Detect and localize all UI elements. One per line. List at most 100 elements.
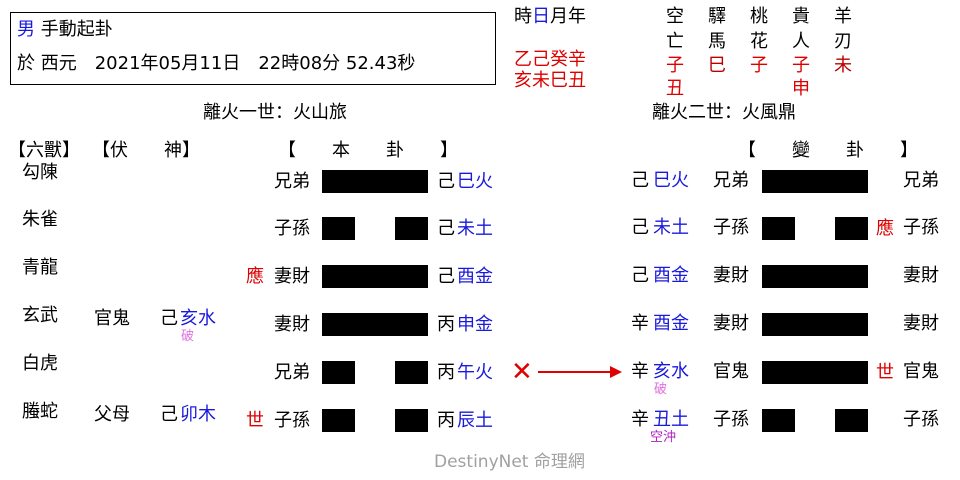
changed-stem: 辛 — [631, 361, 649, 382]
watermark-text: DestinyNet 命理網 — [434, 452, 585, 472]
divination-info-box: 男 手動起卦 於 西元 2021年05月11日 22時08分 52.43秒 — [10, 12, 496, 85]
changed-line-yin-right — [835, 409, 868, 432]
shensha-value: 未 — [834, 55, 852, 76]
fushen-header: 【伏 神】 — [92, 140, 200, 161]
gender-method-line: 男 手動起卦 — [17, 19, 113, 41]
line-stem: 丙 — [437, 362, 455, 383]
changed-branch: 酉金 — [653, 265, 689, 286]
shensha-name-top: 驛 — [708, 6, 726, 27]
line-branch: 未土 — [457, 218, 493, 239]
liushou-header: 【六獸】 — [8, 140, 80, 161]
shensha-name-top: 空 — [666, 6, 684, 27]
changed-shi-ying-mark: 應 — [876, 218, 894, 239]
changed-relation-right: 子孫 — [903, 217, 939, 238]
fushen-branch: 亥水 — [180, 308, 216, 329]
changed-relation-right: 官鬼 — [903, 361, 939, 382]
shensha-value: 子 — [792, 55, 810, 76]
shensha-value: 子 — [750, 55, 768, 76]
line-branch: 申金 — [457, 314, 493, 335]
main-line-yang — [322, 313, 428, 336]
fushen-relation: 父母 — [94, 404, 130, 425]
relation-label: 兄弟 — [274, 362, 310, 383]
fushen-stem: 己 — [160, 308, 178, 329]
changed-stem: 己 — [631, 217, 649, 238]
line-stem: 己 — [437, 171, 455, 192]
line-branch: 午火 — [457, 362, 493, 383]
relation-label: 子孫 — [274, 410, 310, 431]
changed-note: 破 — [654, 382, 668, 397]
changed-stem: 己 — [631, 170, 649, 191]
changed-branch: 亥水 — [653, 361, 689, 382]
pillar-stems: 乙己癸辛 — [514, 49, 586, 70]
day-pillar-label: 日 — [532, 6, 550, 27]
line-stem: 丙 — [437, 410, 455, 431]
change-arrow-line — [538, 371, 610, 373]
beast-label: 白虎 — [22, 353, 58, 374]
shensha-name-top: 貴 — [792, 6, 810, 27]
shensha-name-top: 桃 — [750, 6, 768, 27]
changed-branch: 巳火 — [653, 170, 689, 191]
relation-label: 妻財 — [274, 314, 310, 335]
pillars-header: 時日月年 — [514, 6, 586, 27]
changed-line-yang — [762, 170, 868, 193]
line-branch: 巳火 — [457, 171, 493, 192]
changed-relation-right: 兄弟 — [903, 170, 939, 191]
changed-relation: 官鬼 — [713, 361, 749, 382]
changed-line-yang — [762, 313, 868, 336]
shensha-value: 子 — [666, 55, 684, 76]
shensha-name-bottom: 花 — [750, 31, 768, 52]
shensha-value: 巳 — [708, 55, 726, 76]
changed-relation: 妻財 — [713, 313, 749, 334]
fushen-note: 破 — [181, 329, 195, 344]
line-stem: 己 — [437, 266, 455, 287]
shensha-value-2: 丑 — [666, 78, 684, 99]
changed-stem: 辛 — [631, 313, 649, 334]
shi-ying-mark: 世 — [246, 410, 264, 431]
beast-label: 朱雀 — [22, 209, 58, 230]
main-line-yang — [322, 265, 428, 288]
datetime-label: 於 西元 2021年05月11日 22時08分 52.43秒 — [17, 53, 416, 74]
beast-label: 青龍 — [22, 257, 58, 278]
changed-line-yin-left — [762, 217, 795, 240]
changed-stem: 己 — [631, 265, 649, 286]
changed-relation: 妻財 — [713, 265, 749, 286]
changed-relation-right: 妻財 — [903, 313, 939, 334]
change-arrow-icon — [610, 366, 622, 378]
bengua-header: 【 本 卦 】 — [278, 140, 458, 161]
fushen-stem: 己 — [160, 404, 178, 425]
moving-line-icon: ✕ — [511, 357, 533, 387]
shi-ying-mark: 應 — [246, 266, 264, 287]
changed-branch: 未土 — [653, 217, 689, 238]
biangua-header: 【 變 卦 】 — [738, 140, 918, 161]
main-line-yin-right — [395, 361, 428, 384]
method-label: 手動起卦 — [40, 19, 113, 40]
line-branch: 辰土 — [457, 410, 493, 431]
beast-label: 玄武 — [22, 305, 58, 326]
beast-label: 勾陳 — [22, 162, 58, 183]
changed-branch: 丑土 — [653, 409, 689, 430]
main-line-yin-right — [395, 217, 428, 240]
main-line-yin-left — [322, 361, 355, 384]
fushen-branch: 卯木 — [180, 404, 216, 425]
changed-line-yang — [762, 265, 868, 288]
line-stem: 己 — [437, 218, 455, 239]
changed-relation: 子孫 — [713, 217, 749, 238]
changed-relation-right: 妻財 — [903, 265, 939, 286]
gender-label: 男 — [17, 19, 35, 40]
relation-label: 妻財 — [274, 266, 310, 287]
changed-line-yang — [762, 361, 868, 384]
main-gua-title: 離火一世：火山旅 — [203, 102, 347, 123]
pillar-branches: 亥未巳丑 — [514, 70, 586, 91]
main-line-yin-right — [395, 409, 428, 432]
shensha-name-bottom: 人 — [792, 31, 810, 52]
changed-gua-title: 離火二世：火風鼎 — [652, 102, 796, 123]
shensha-name-bottom: 馬 — [708, 31, 726, 52]
shensha-value-2: 申 — [792, 78, 810, 99]
changed-line-yin-left — [762, 409, 795, 432]
relation-label: 子孫 — [274, 218, 310, 239]
changed-shi-ying-mark: 世 — [876, 362, 894, 383]
changed-branch: 酉金 — [653, 313, 689, 334]
line-stem: 丙 — [437, 314, 455, 335]
shensha-name-bottom: 亡 — [666, 31, 684, 52]
changed-line-yin-right — [835, 217, 868, 240]
